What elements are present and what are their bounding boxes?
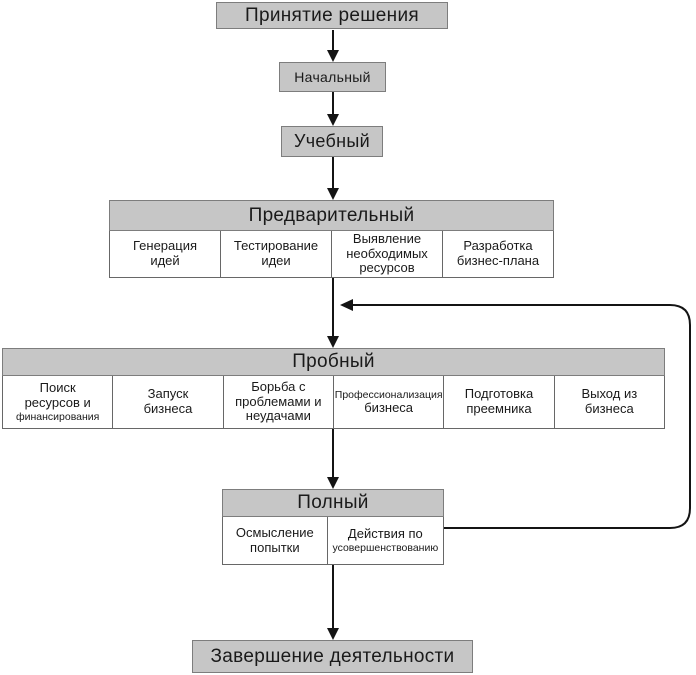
cell-successor-preparation-label: Подготовка преемника <box>464 386 534 416</box>
cell-professionalization: Профессионализация бизнеса <box>334 376 445 428</box>
training-stage-label: Учебный <box>294 131 370 151</box>
arrowhead-completion <box>327 628 339 640</box>
decision-node: Принятие решения <box>216 2 448 29</box>
completion-node: Завершение деятельности <box>192 640 473 673</box>
cell-resource-search: Поиск ресурсов и финансирования <box>3 376 114 428</box>
cell-attempt-reflection-label: Осмысление попытки <box>235 524 314 555</box>
cell-business-exit-label: Выход из бизнеса <box>581 386 638 416</box>
cell-problem-struggle-label: Борьба с проблемами и неудачами <box>235 378 322 424</box>
training-stage-node: Учебный <box>281 126 383 157</box>
arrowhead-training <box>327 114 339 126</box>
arrowhead-full <box>327 477 339 489</box>
preliminary-stage-label: Предварительный <box>248 204 415 226</box>
preliminary-cells-row: Генерация идей Тестирование идеи Выявлен… <box>109 231 554 278</box>
full-stage-header: Полный <box>222 489 444 517</box>
cell-idea-generation-label: Генерация идей <box>132 238 198 268</box>
arrowhead-trial <box>327 336 339 348</box>
arrowhead-preliminary <box>327 188 339 200</box>
initial-stage-label: Начальный <box>294 69 371 85</box>
decision-label: Принятие решения <box>245 4 419 26</box>
cell-business-launch-label: Запуск бизнеса <box>143 386 193 416</box>
cell-improvement-actions: Действия по усовершенствованию <box>328 517 443 564</box>
cell-idea-generation: Генерация идей <box>110 231 221 277</box>
cell-resource-search-sublabel: финансирования <box>15 410 100 423</box>
cell-business-launch: Запуск бизнеса <box>113 376 224 428</box>
completion-label: Завершение деятельности <box>210 645 455 667</box>
full-cells-row: Осмысление попытки Действия по усовершен… <box>222 517 444 565</box>
full-stage-label: Полный <box>297 492 369 513</box>
cell-business-plan-label: Разработка бизнес-плана <box>456 238 540 268</box>
cell-business-plan: Разработка бизнес-плана <box>443 231 553 277</box>
cell-successor-preparation: Подготовка преемника <box>444 376 555 428</box>
cell-resource-identification: Выявление необходимых ресурсов <box>332 231 443 277</box>
cell-improvement-actions-label: Действия по <box>347 526 423 541</box>
feedback-loop-arrowhead <box>340 299 353 311</box>
full-stage-section: Полный Осмысление попытки Действия по ус… <box>222 489 444 565</box>
initial-stage-node: Начальный <box>279 62 386 92</box>
arrowhead-initial <box>327 50 339 62</box>
trial-cells-row: Поиск ресурсов и финансирования Запуск б… <box>2 376 665 429</box>
cell-attempt-reflection: Осмысление попытки <box>223 517 328 564</box>
cell-professionalization-sublabel: Профессионализация <box>334 388 443 401</box>
trial-stage-label: Пробный <box>292 351 375 372</box>
cell-business-exit: Выход из бизнеса <box>555 376 664 428</box>
trial-stage-header: Пробный <box>2 348 665 376</box>
cell-idea-testing-label: Тестирование идеи <box>233 238 319 268</box>
cell-improvement-actions-sublabel: усовершенствованию <box>332 541 439 554</box>
preliminary-stage-section: Предварительный Генерация идей Тестирова… <box>109 200 554 278</box>
cell-problem-struggle: Борьба с проблемами и неудачами <box>224 376 334 428</box>
cell-idea-testing: Тестирование идеи <box>221 231 332 277</box>
cell-resource-identification-label: Выявление необходимых ресурсов <box>346 231 428 276</box>
cell-resource-search-label: Поиск ресурсов и <box>24 380 91 410</box>
preliminary-stage-header: Предварительный <box>109 200 554 231</box>
cell-professionalization-label: бизнеса <box>364 399 414 415</box>
trial-stage-section: Пробный Поиск ресурсов и финансирования … <box>2 348 665 429</box>
